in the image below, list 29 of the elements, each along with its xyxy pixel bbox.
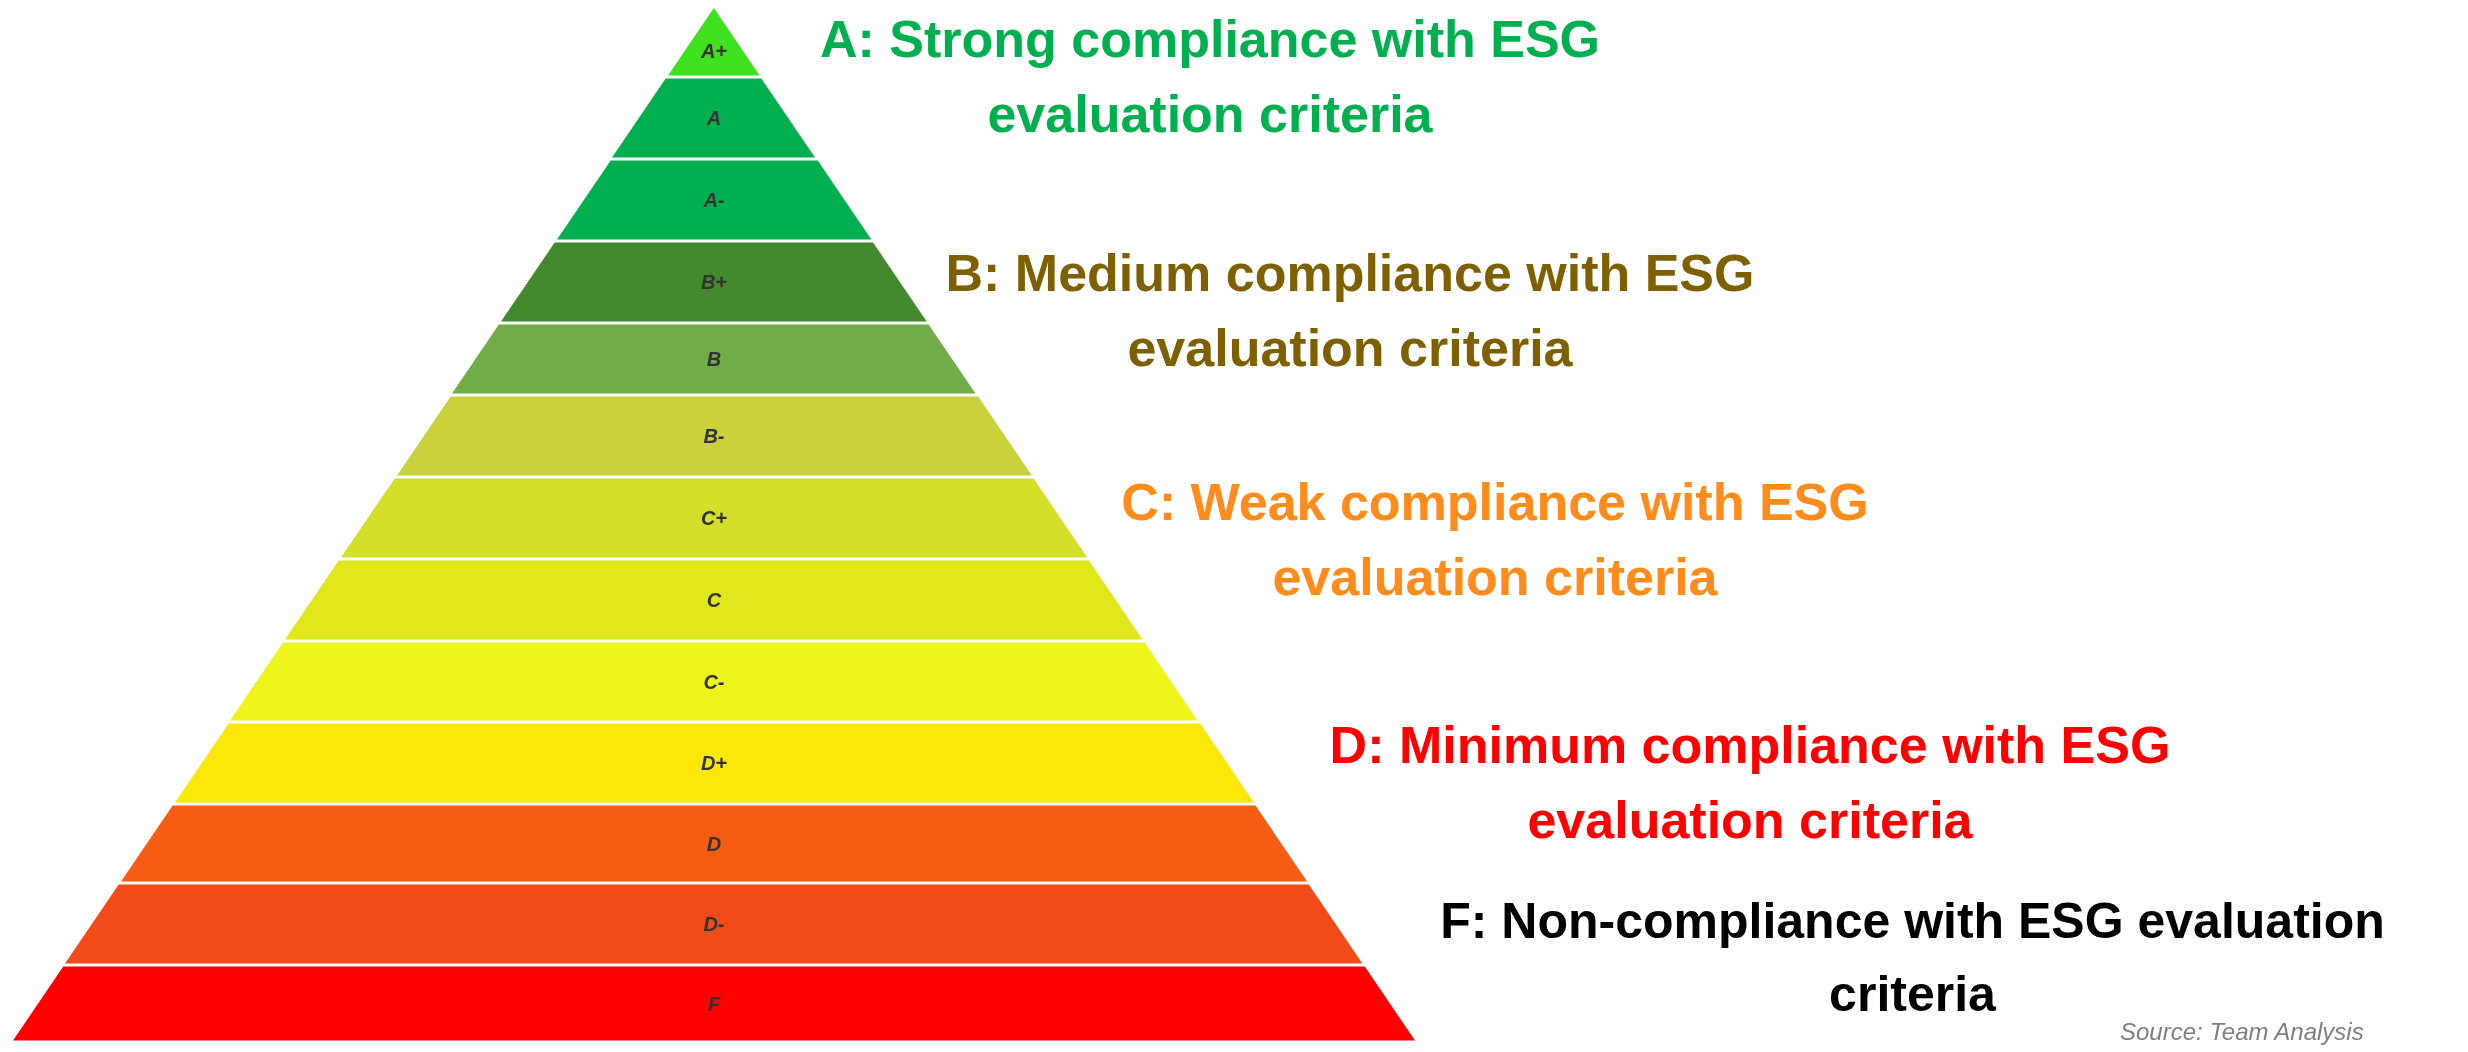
- pyramid-tier: [12, 965, 1416, 1042]
- tier-label: B-: [703, 424, 725, 448]
- pyramid-tier: [395, 395, 1033, 477]
- grade-description: B: Medium compliance with ESG evaluation criteria: [944, 243, 1756, 380]
- pyramid-tier: [555, 159, 873, 241]
- grade-description: A: Strong compliance with ESG evaluation criteria: [818, 9, 1602, 146]
- pyramid-tier: [451, 323, 977, 395]
- pyramid-tier: [339, 477, 1089, 559]
- pyramid-tier: [611, 77, 817, 159]
- pyramid-tier: [64, 883, 1364, 965]
- tier-label: C: [706, 588, 722, 612]
- pyramid-tier: [173, 722, 1255, 804]
- grade-description: D: Minimum compliance with ESG evaluation criteria: [1328, 715, 2172, 852]
- tier-label: A-: [703, 188, 725, 212]
- tier-label: C-: [703, 670, 725, 693]
- tier-label: B+: [700, 270, 728, 294]
- tier-label: D: [706, 832, 722, 855]
- tier-label: D-: [703, 912, 725, 936]
- pyramid-tier: [284, 559, 1144, 641]
- tier-label: D+: [700, 751, 728, 775]
- pyramid-tier: [119, 804, 1309, 883]
- tier-label: C+: [700, 506, 728, 530]
- tier-label: B: [706, 347, 722, 371]
- pyramid-tier: [229, 641, 1199, 722]
- tier-label: A+: [700, 39, 728, 63]
- grade-description: C: Weak compliance with ESG evaluation criteria: [1120, 472, 1870, 609]
- tier-label: F: [707, 992, 721, 1015]
- pyramid-tier: [500, 241, 928, 323]
- tier-label: A: [706, 106, 722, 130]
